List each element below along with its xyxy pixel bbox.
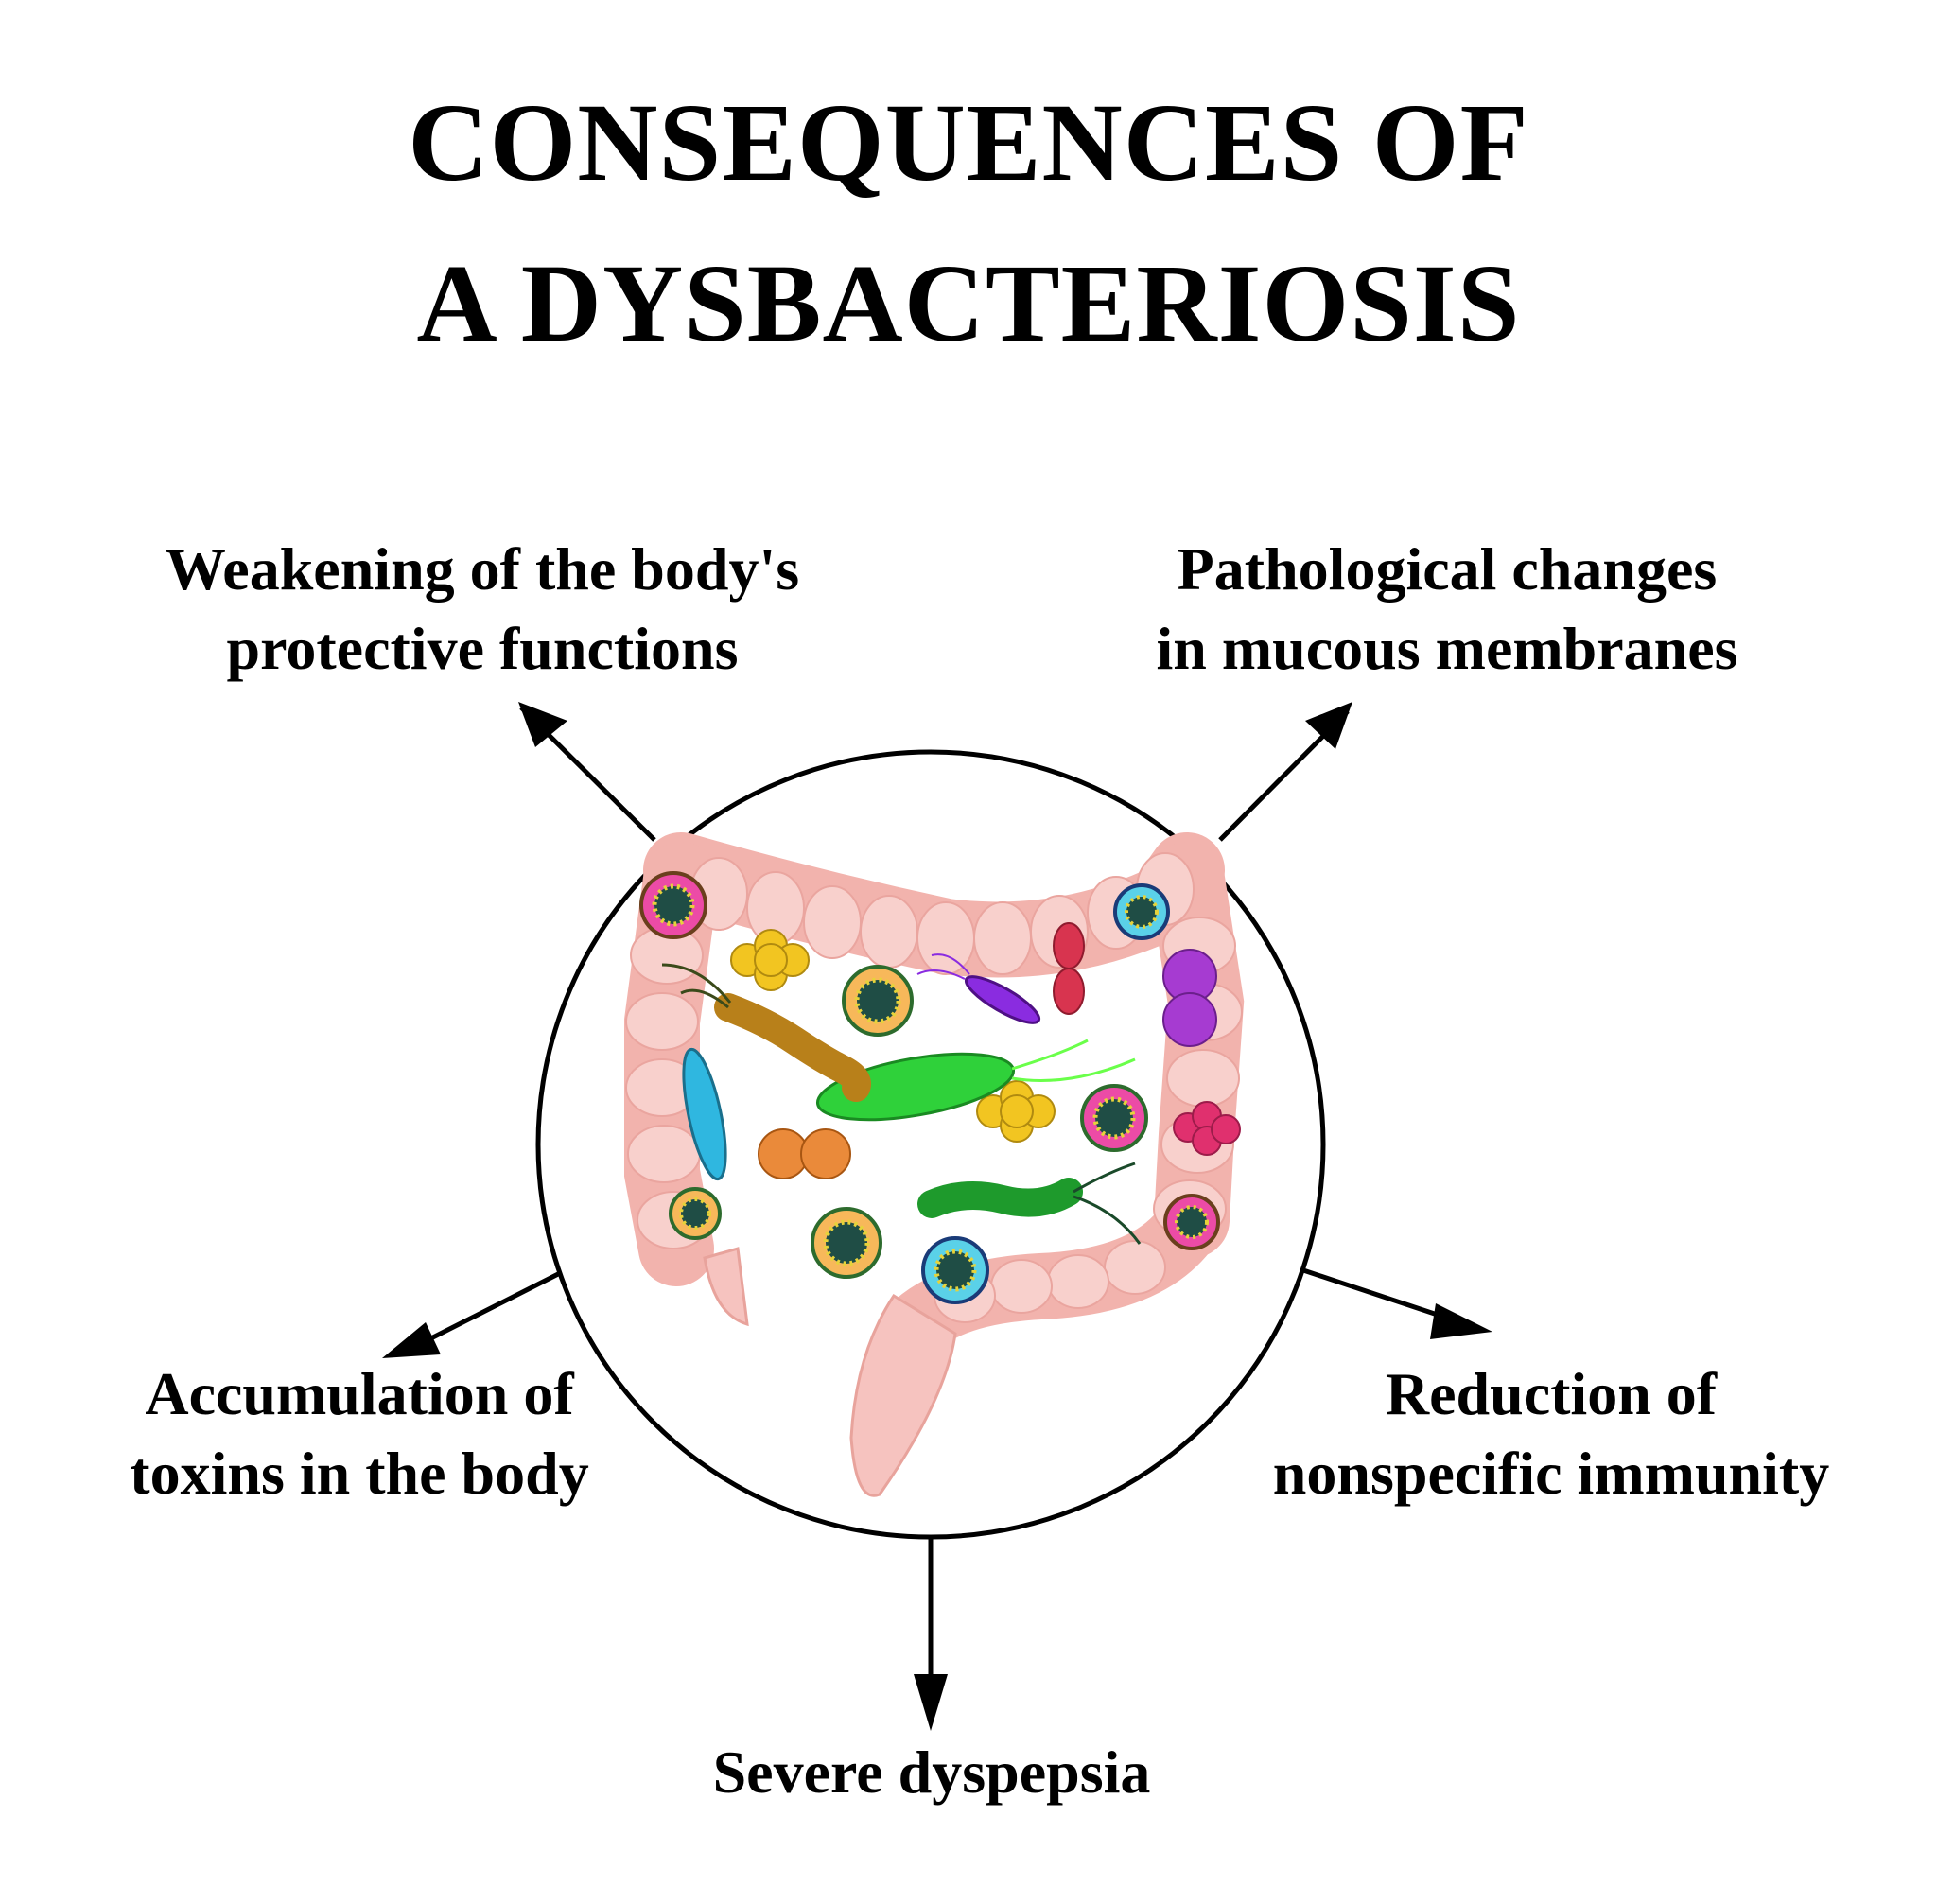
- arrow-icon: [518, 702, 567, 747]
- consequence-line: toxins in the body: [130, 1440, 589, 1507]
- coccus-icon: [1162, 949, 1217, 1047]
- consequence-line: in mucous membranes: [1156, 615, 1738, 682]
- consequence-line: Reduction of: [1385, 1360, 1718, 1427]
- coccus-icon: [976, 1080, 1056, 1143]
- bacteria-icon: [815, 1039, 1136, 1122]
- virus-icon: [1113, 883, 1170, 940]
- title-line-1: CONSEQUENCES OF: [408, 80, 1529, 204]
- virus-icon: [811, 1207, 882, 1279]
- consequence-line: Pathological changes: [1177, 535, 1718, 603]
- consequence-line: Severe dyspepsia: [712, 1738, 1151, 1806]
- intestine-icon: [624, 832, 1245, 1497]
- bacteria-icon: [682, 1047, 727, 1181]
- consequence-weakening: Weakening of the body's protective funct…: [132, 530, 832, 689]
- consequence-immunity: Reduction of nonspecific immunity: [1230, 1354, 1873, 1513]
- consequence-line: Accumulation of: [145, 1360, 574, 1427]
- arrow-icon: [1430, 1303, 1492, 1339]
- coccus-icon: [758, 1128, 851, 1179]
- consequence-pathological: Pathological changes in mucous membranes: [1121, 530, 1773, 689]
- virus-icon: [669, 1187, 722, 1240]
- virus-icon: [639, 871, 707, 939]
- coccus-icon: [1053, 922, 1085, 1015]
- arrow-icon: [1305, 702, 1352, 749]
- coccus-icon: [1173, 1101, 1241, 1156]
- consequence-line: protective functions: [226, 615, 739, 682]
- coccus-icon: [730, 929, 810, 991]
- virus-icon: [1080, 1084, 1148, 1152]
- consequence-dyspepsia: Severe dyspepsia: [643, 1733, 1220, 1812]
- bacteria-icon: [661, 963, 871, 1102]
- virus-icon: [842, 965, 914, 1037]
- bacteria-icon: [917, 1162, 1142, 1245]
- arrows: [382, 702, 1492, 1731]
- microbes: [639, 871, 1241, 1304]
- consequence-toxins: Accumulation of toxins in the body: [95, 1354, 624, 1513]
- arrow-icon: [405, 1267, 567, 1354]
- consequence-line: Weakening of the body's: [165, 535, 800, 603]
- title-line-2: A DYSBACTERIOSIS: [416, 241, 1521, 365]
- arrow-icon: [382, 1322, 441, 1358]
- arrow-icon: [914, 1674, 948, 1731]
- consequence-line: nonspecific immunity: [1272, 1440, 1830, 1507]
- virus-icon: [921, 1236, 989, 1304]
- bacteria-icon: [916, 953, 1041, 1024]
- virus-icon: [1163, 1194, 1220, 1250]
